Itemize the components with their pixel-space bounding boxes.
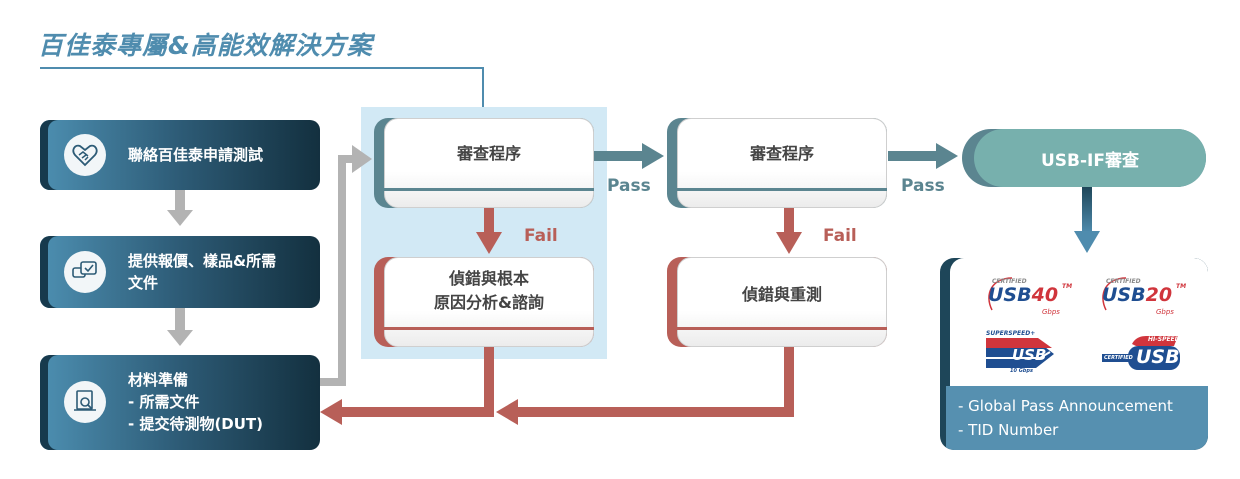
logo-main: USB40 <box>988 284 1058 306</box>
step-label: 聯絡百佳泰申請測試 <box>128 146 264 164</box>
arrow-down-icon <box>776 232 802 254</box>
arrow-shaft <box>1082 187 1092 233</box>
logo-usb: USB <box>1102 284 1146 306</box>
arrow-shaft <box>175 308 185 332</box>
arrow-shaft <box>784 208 794 234</box>
arrow-shaft <box>484 208 494 234</box>
box-divider <box>384 188 594 191</box>
benefit-item: - Global Pass Announcement <box>958 397 1173 415</box>
connector-line <box>484 347 494 417</box>
arrow-shaft <box>175 190 185 212</box>
box-divider <box>677 327 887 330</box>
step-label-line: 文件 <box>128 274 159 292</box>
logo-text: CERTIFIED <box>1106 278 1141 285</box>
connector-line <box>784 347 794 417</box>
debug-root-cause: 偵錯與根本 原因分析&諮詢 <box>374 257 594 347</box>
arrow-left-icon <box>496 399 518 425</box>
logo-usb: USB <box>1012 346 1047 364</box>
debug-label: 偵錯與重測 <box>741 285 822 304</box>
arrow-left-icon <box>320 399 342 425</box>
step-label-line: - 所需文件 <box>128 393 200 411</box>
fail-label: Fail <box>524 226 558 246</box>
chat-check-icon <box>64 251 106 293</box>
pass-label: Pass <box>901 176 945 196</box>
step-material-prep: 材料準備 - 所需文件 - 提交待測物(DUT) <box>40 355 320 450</box>
logo-tm: TM <box>1176 283 1187 290</box>
review-label: 審查程序 <box>456 144 521 163</box>
usb-if-review: USB-IF審查 <box>962 129 1206 187</box>
debug-label: 偵錯與根本 原因分析&諮詢 <box>384 267 594 315</box>
debug-label-line: 原因分析&諮詢 <box>434 293 544 312</box>
logo-tm: TM <box>1062 283 1073 290</box>
logo-text: CERTIFIED <box>1104 355 1133 361</box>
logo-text: CERTIFIED <box>992 278 1027 285</box>
logo-unit: Gbps <box>1042 308 1060 316</box>
connector-line <box>338 155 354 163</box>
title-underline <box>40 67 484 69</box>
fail-label: Fail <box>823 226 857 246</box>
step-quote-samples: 提供報價、樣品&所需 文件 <box>40 236 320 308</box>
debug-label-line: 偵錯與根本 <box>448 269 529 288</box>
arrow-right-icon <box>936 143 958 169</box>
document-search-icon <box>64 381 106 423</box>
logo-num: 20 <box>1145 284 1173 306</box>
logo-num: 40 <box>1031 284 1059 306</box>
connector-line <box>320 378 346 386</box>
logo-unit: 10 Gbps <box>1010 368 1033 374</box>
arrow-down-icon <box>1074 231 1100 253</box>
logo-main: USB20 <box>1102 284 1172 306</box>
review-process-1: 審查程序 <box>374 118 594 208</box>
box-divider <box>384 327 594 330</box>
page-title: 百佳泰專屬&高能效解決方案 <box>38 31 373 60</box>
box-face <box>677 118 887 208</box>
usb40-logo: CERTIFIED USB40 TM Gbps <box>982 274 1072 320</box>
usb-logos-area: CERTIFIED USB40 TM Gbps CERTIFIED USB20 … <box>950 258 1208 386</box>
usb20-logo: CERTIFIED USB20 TM Gbps <box>1096 274 1186 320</box>
logo-usb: USB <box>1136 346 1180 368</box>
benefit-item: - TID Number <box>958 421 1059 439</box>
arrow-down-icon <box>476 232 502 254</box>
connector-line <box>338 155 346 386</box>
box-face <box>384 118 594 208</box>
logo-text: HI-SPEED <box>1148 336 1180 343</box>
usb-if-label: USB-IF審查 <box>974 129 1206 187</box>
certification-benefits: - Global Pass Announcement - TID Number <box>946 386 1208 450</box>
arrow-shaft <box>594 151 644 161</box>
review-label: 審查程序 <box>749 144 814 163</box>
box-face <box>677 257 887 347</box>
box-face <box>384 257 594 347</box>
review-process-2: 審查程序 <box>667 118 887 208</box>
debug-retest: 偵錯與重測 <box>667 257 887 347</box>
certification-card: CERTIFIED USB40 TM Gbps CERTIFIED USB20 … <box>940 258 1208 450</box>
logo-usb: USB <box>988 284 1032 306</box>
connector-line <box>516 407 794 417</box>
arrow-down-icon <box>167 210 193 226</box>
arrow-right-icon <box>642 143 664 169</box>
logo-unit: Gbps <box>1156 308 1174 316</box>
step-label-line: - 提交待測物(DUT) <box>128 415 264 433</box>
logo-text: SUPERSPEED+ <box>986 330 1036 337</box>
arrow-shaft <box>888 151 938 161</box>
step-label: 材料準備 - 所需文件 - 提交待測物(DUT) <box>128 369 263 435</box>
arrow-down-icon <box>167 330 193 346</box>
step-label: 提供報價、樣品&所需 文件 <box>128 250 276 294</box>
handshake-heart-icon <box>64 134 106 176</box>
title-connector <box>482 67 484 107</box>
connector-line <box>340 407 494 417</box>
hi-speed-logo: HI-SPEED CERTIFIED USB <box>1100 334 1184 374</box>
step-label-line: 材料準備 <box>128 371 189 389</box>
arrow-right-icon <box>352 145 372 173</box>
pass-label: Pass <box>607 176 651 196</box>
box-divider <box>677 188 887 191</box>
step-label-line: 提供報價、樣品&所需 <box>128 252 277 270</box>
step-contact-allion: 聯絡百佳泰申請測試 <box>40 120 320 190</box>
superspeed-plus-logo: SUPERSPEED+ USB 10 Gbps <box>984 330 1068 376</box>
